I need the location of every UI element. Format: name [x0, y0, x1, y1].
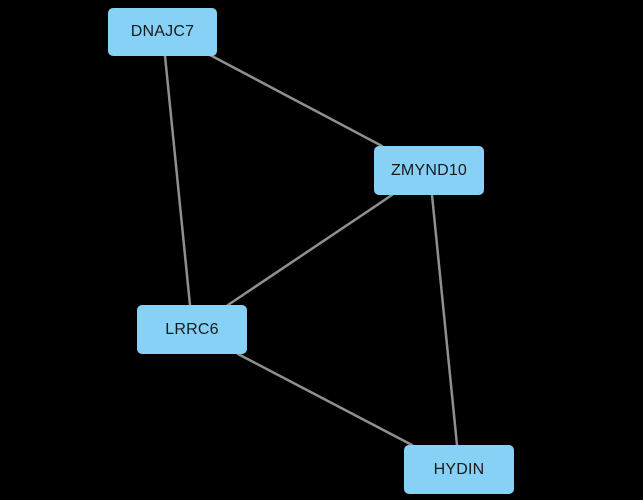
edge-zmynd10-hydin — [430, 193, 459, 447]
edge-dnajc7-zmynd10 — [208, 53, 384, 148]
node-zmynd10[interactable]: ZMYND10 — [374, 146, 484, 195]
node-label: ZMYND10 — [390, 161, 468, 179]
edge-lrrc6-hydin — [236, 352, 414, 447]
node-label: HYDIN — [433, 460, 485, 478]
node-label: DNAJC7 — [130, 23, 195, 40]
node-label: LRRC6 — [165, 320, 219, 338]
node-hydin[interactable]: HYDIN — [404, 445, 514, 494]
node-lrrc6[interactable]: LRRC6 — [137, 305, 247, 354]
node-dnajc7[interactable]: DNAJC7 — [108, 8, 217, 56]
edge-zmynd10-lrrc6 — [226, 193, 394, 307]
edge-dnajc7-lrrc6 — [163, 54, 192, 307]
